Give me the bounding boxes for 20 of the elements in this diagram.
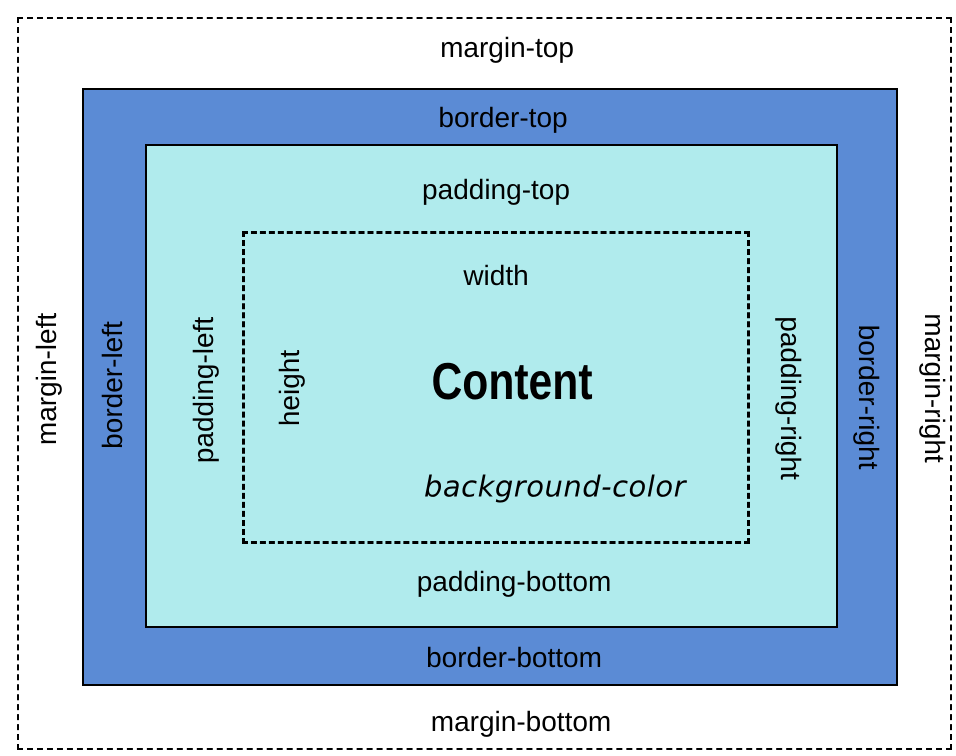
side-label: width xyxy=(463,262,529,290)
side-label: border-top xyxy=(438,104,568,132)
side-label: padding-left xyxy=(190,316,218,464)
side-label: margin-bottom xyxy=(430,708,612,736)
property-caption: background-color xyxy=(424,472,686,502)
side-label: margin-right xyxy=(920,313,948,463)
side-label: margin-left xyxy=(33,312,61,446)
side-label: border-right xyxy=(854,324,882,470)
content-title: Content xyxy=(431,356,593,408)
content-area xyxy=(242,231,750,544)
padding-area xyxy=(145,144,838,628)
border-area xyxy=(82,88,898,686)
side-label: padding-top xyxy=(422,176,570,204)
side-label: padding-right xyxy=(776,316,804,480)
margin-area xyxy=(17,17,952,750)
side-label: height xyxy=(276,350,304,426)
side-label: padding-bottom xyxy=(416,568,612,596)
side-label: border-bottom xyxy=(426,644,602,672)
side-label: border-left xyxy=(99,321,127,449)
side-label: margin-top xyxy=(440,34,574,62)
